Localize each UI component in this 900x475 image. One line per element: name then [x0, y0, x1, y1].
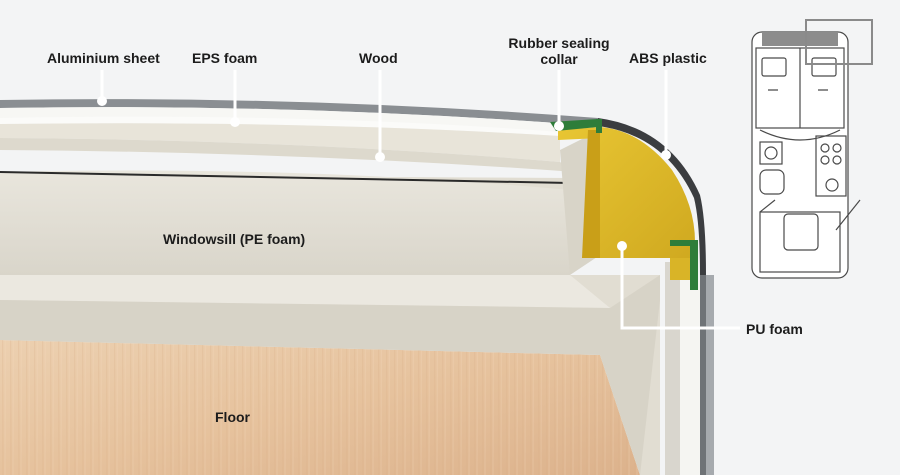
roof-layers: [0, 99, 598, 172]
label-abs-plastic: ABS plastic: [629, 50, 707, 66]
label-pu-foam: PU foam: [746, 321, 803, 337]
label-rubber-sealing-collar: Rubber sealing collar: [503, 35, 615, 67]
label-rubber-sealing-collar-line2: collar: [540, 51, 578, 67]
pu-foam: [558, 127, 695, 280]
label-floor: Floor: [215, 409, 250, 425]
caravan-floorplan-icon: [751, 19, 873, 279]
label-windowsill: Windowsill (PE foam): [163, 231, 306, 247]
label-aluminium-sheet: Aluminium sheet: [47, 50, 160, 66]
callout-dots: [97, 96, 671, 251]
label-wood: Wood: [359, 50, 398, 66]
floor-panel: [0, 340, 640, 475]
windowsill-pe-foam: [0, 170, 660, 475]
label-eps-foam: EPS foam: [192, 50, 258, 66]
callout-lines: [100, 70, 740, 330]
label-rubber-sealing-collar-line1: Rubber sealing: [508, 35, 610, 51]
outer-wall-right: [665, 262, 714, 475]
